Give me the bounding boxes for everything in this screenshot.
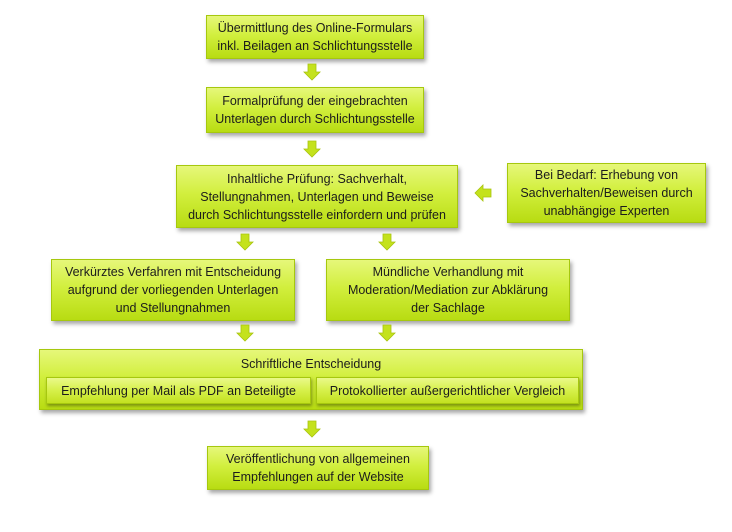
arrow-down-icon [303, 420, 321, 438]
publication-step-label: Veröffentlichung von allgemeinen Empfehl… [226, 452, 410, 484]
short-procedure-step: Verkürztes Verfahren mit Entscheidung au… [51, 259, 295, 321]
written-decision-step: Schriftliche Entscheidung Empfehlung per… [39, 349, 583, 410]
formal-check-step-label: Formalprüfung der eingebrachten Unterlag… [215, 94, 415, 126]
protocol-settlement-label: Protokollierter außergerichtlicher Vergl… [329, 383, 566, 398]
submission-step: Übermittlung des Online-Formulars inkl. … [206, 15, 424, 59]
oral-hearing-step: Mündliche Verhandlung mit Moderation/Med… [326, 259, 570, 321]
recommendation-mail-step: Empfehlung per Mail als PDF an Beteiligt… [46, 377, 311, 404]
arrow-down-icon [303, 63, 321, 81]
arrow-down-icon [236, 324, 254, 342]
arrow-down-icon [236, 233, 254, 251]
expert-step: Bei Bedarf: Erhebung von Sachverhalten/B… [507, 163, 706, 223]
content-check-step: Inhaltliche Prüfung: Sachverhalt, Stellu… [176, 165, 458, 228]
arrow-down-icon [378, 233, 396, 251]
publication-step: Veröffentlichung von allgemeinen Empfehl… [207, 446, 429, 490]
arrow-left-icon [474, 184, 492, 202]
content-check-step-label: Inhaltliche Prüfung: Sachverhalt, Stellu… [188, 171, 446, 222]
formal-check-step: Formalprüfung der eingebrachten Unterlag… [206, 87, 424, 133]
arrow-down-icon [378, 324, 396, 342]
expert-step-label: Bei Bedarf: Erhebung von Sachverhalten/B… [520, 168, 693, 218]
recommendation-mail-label: Empfehlung per Mail als PDF an Beteiligt… [61, 383, 296, 398]
oral-hearing-step-label: Mündliche Verhandlung mit Moderation/Med… [347, 265, 549, 315]
submission-step-label: Übermittlung des Online-Formulars inkl. … [217, 21, 413, 53]
short-procedure-step-label: Verkürztes Verfahren mit Entscheidung au… [64, 265, 282, 315]
protocol-settlement-step: Protokollierter außergerichtlicher Vergl… [316, 377, 579, 404]
written-decision-title: Schriftliche Entscheidung [240, 357, 382, 371]
arrow-down-icon [303, 140, 321, 158]
